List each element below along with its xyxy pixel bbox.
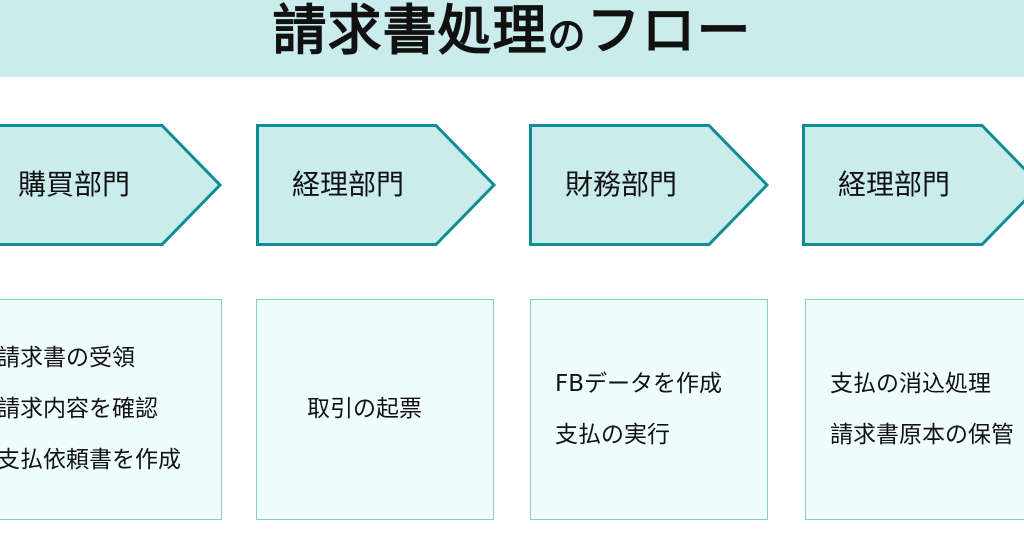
task-box: 請求書の受領請求内容を確認支払依頼書を作成 bbox=[0, 299, 222, 520]
task-box: FBデータを作成支払の実行 bbox=[530, 299, 768, 520]
title-main: 請求書処理 bbox=[272, 0, 548, 62]
department-arrow: 財務部門 bbox=[529, 124, 769, 246]
title-flow: フロー bbox=[586, 0, 752, 62]
title-particle: の bbox=[547, 14, 587, 58]
task-item: 支払の消込処理 bbox=[830, 370, 991, 397]
task-item: 請求書の受領 bbox=[0, 345, 135, 371]
department-label: 財務部門 bbox=[564, 168, 677, 201]
task-item: 支払依頼書を作成 bbox=[0, 447, 181, 473]
department-label: 経理部門 bbox=[291, 168, 404, 201]
task-item: 請求内容を確認 bbox=[0, 396, 158, 422]
department-label: 経理部門 bbox=[837, 168, 950, 201]
pentagon-arrow-shape bbox=[0, 124, 222, 246]
department-arrow: 経理部門 bbox=[802, 124, 1024, 246]
department-label: 購買部門 bbox=[17, 168, 130, 201]
department-arrow: 購買部門 bbox=[0, 124, 222, 246]
task-item: 取引の起票 bbox=[307, 396, 422, 422]
task-item: 支払の実行 bbox=[555, 421, 670, 448]
task-box: 取引の起票 bbox=[256, 299, 494, 520]
task-box: 支払の消込処理請求書原本の保管 bbox=[805, 299, 1024, 520]
task-item: 請求書原本の保管 bbox=[830, 421, 1014, 448]
pentagon-arrow-shape bbox=[256, 124, 496, 246]
department-arrow: 経理部門 bbox=[256, 124, 496, 246]
header-band: 請求書処理のフロー bbox=[0, 0, 1024, 77]
pentagon-arrow-shape bbox=[802, 124, 1024, 246]
task-item: FBデータを作成 bbox=[555, 370, 723, 397]
page-title: 請求書処理のフロー bbox=[0, 0, 1024, 65]
pentagon-arrow-shape bbox=[529, 124, 769, 246]
